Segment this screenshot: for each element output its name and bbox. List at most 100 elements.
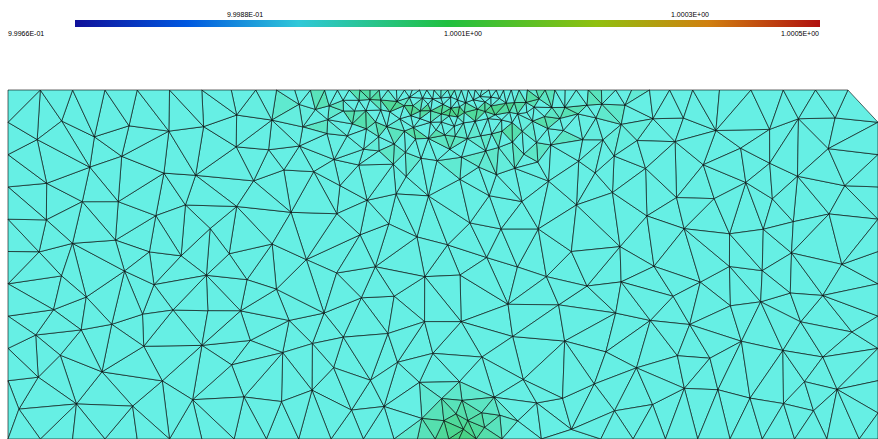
mesh-triangle bbox=[420, 90, 427, 98]
mesh-triangle bbox=[425, 322, 462, 354]
mesh-triangle bbox=[451, 97, 458, 108]
mesh-triangle bbox=[545, 108, 560, 119]
mesh-triangle bbox=[684, 229, 729, 282]
mesh-triangle bbox=[425, 275, 461, 322]
mesh-triangle bbox=[571, 247, 620, 286]
mesh-triangle bbox=[396, 194, 428, 237]
mesh-triangle bbox=[427, 90, 434, 99]
mesh-triangle bbox=[272, 212, 306, 259]
mesh-triangle bbox=[169, 90, 204, 131]
mesh-triangle bbox=[703, 148, 746, 182]
mesh-triangle bbox=[420, 111, 431, 119]
mesh-triangle bbox=[714, 182, 746, 233]
mesh-triangle bbox=[202, 90, 237, 115]
mesh-triangle bbox=[746, 163, 773, 199]
mesh-triangle bbox=[359, 151, 394, 165]
mesh-triangle bbox=[449, 116, 457, 126]
mesh-triangle bbox=[430, 122, 441, 130]
mesh-triangle bbox=[538, 205, 576, 252]
mesh-triangle bbox=[202, 311, 250, 346]
mesh-triangle bbox=[8, 90, 40, 140]
mesh-triangle bbox=[455, 90, 462, 100]
mesh-triangle bbox=[404, 90, 412, 97]
mesh-triangle bbox=[587, 90, 602, 105]
mesh-triangle bbox=[310, 90, 324, 109]
mesh-triangle bbox=[859, 413, 878, 439]
mesh-triangle bbox=[829, 186, 878, 219]
mesh-triangle bbox=[8, 183, 47, 220]
mesh-triangle bbox=[501, 229, 538, 267]
mesh-triangle bbox=[489, 90, 496, 97]
mesh-triangle bbox=[693, 90, 720, 131]
mesh-triangle bbox=[272, 104, 303, 127]
mesh-triangle bbox=[370, 90, 381, 100]
mesh-triangle bbox=[137, 90, 169, 131]
mesh-triangle bbox=[546, 277, 587, 305]
mesh-triangle bbox=[312, 344, 334, 391]
mesh-triangle bbox=[790, 293, 822, 322]
mesh-triangle bbox=[388, 90, 397, 101]
mesh-triangle bbox=[8, 219, 46, 252]
mesh-triangle bbox=[360, 90, 370, 100]
mesh-triangle bbox=[325, 90, 338, 106]
mesh-triangle bbox=[761, 271, 791, 302]
mesh-triangle bbox=[460, 157, 479, 179]
mesh-triangle bbox=[513, 305, 565, 341]
mesh-triangle bbox=[8, 348, 38, 380]
mesh-triangle bbox=[441, 90, 448, 98]
mesh-triangle bbox=[512, 142, 523, 168]
mesh-triangle bbox=[741, 129, 770, 163]
mesh-triangle bbox=[40, 90, 72, 121]
mesh-triangle bbox=[328, 111, 353, 124]
mesh-triangle bbox=[8, 284, 54, 316]
scale-value: 9.9988E-01 bbox=[227, 11, 263, 18]
mesh-triangle bbox=[359, 90, 370, 100]
mesh-triangle bbox=[823, 284, 878, 316]
mesh-triangle bbox=[370, 362, 397, 406]
mesh-triangle bbox=[202, 90, 237, 127]
mesh-triangle bbox=[698, 390, 730, 439]
mesh-triangle bbox=[8, 252, 62, 284]
scale-value: 1.0001E+00 bbox=[444, 30, 482, 37]
mesh-elements bbox=[8, 90, 878, 439]
mesh-triangle bbox=[337, 90, 349, 100]
mesh-triangle bbox=[468, 90, 475, 100]
mesh-triangle bbox=[437, 157, 462, 179]
mesh-triangle bbox=[181, 205, 210, 256]
mesh-triangle bbox=[845, 186, 878, 219]
mesh-triangle bbox=[555, 90, 565, 107]
mesh-triangle bbox=[366, 110, 381, 122]
mesh-triangle bbox=[485, 102, 491, 111]
mesh-triangle bbox=[730, 229, 764, 270]
mesh-triangle bbox=[496, 90, 503, 98]
mesh-triangle bbox=[416, 138, 429, 158]
mesh-triangle bbox=[409, 97, 422, 105]
mesh-triangle bbox=[359, 100, 370, 111]
mesh-triangle bbox=[563, 341, 595, 398]
mesh-triangle bbox=[488, 119, 502, 134]
mesh-triangle bbox=[8, 409, 40, 439]
mesh-triangle bbox=[492, 120, 502, 134]
mesh-triangle bbox=[837, 389, 878, 439]
mesh-triangle bbox=[636, 368, 684, 405]
mesh-triangle bbox=[665, 388, 697, 439]
mesh-triangle bbox=[842, 219, 878, 264]
mesh-triangle bbox=[675, 131, 716, 165]
mesh-triangle bbox=[601, 411, 633, 439]
mesh-triangle bbox=[388, 322, 425, 363]
mesh-triangle bbox=[506, 90, 514, 103]
mesh-triangle bbox=[237, 181, 291, 212]
mesh-triangle bbox=[518, 102, 527, 114]
mesh-triangle bbox=[396, 90, 404, 101]
scale-value: 1.0003E+00 bbox=[671, 11, 709, 18]
mesh-triangle bbox=[576, 90, 588, 105]
mesh-triangle bbox=[434, 90, 441, 98]
mesh-triangle bbox=[277, 90, 300, 104]
mesh-triangle bbox=[461, 90, 468, 103]
mesh-triangle bbox=[852, 316, 878, 348]
mesh-triangle bbox=[206, 275, 240, 311]
mesh-triangle bbox=[476, 428, 502, 439]
mesh-triangle bbox=[552, 90, 565, 108]
mesh-triangle bbox=[81, 297, 112, 330]
